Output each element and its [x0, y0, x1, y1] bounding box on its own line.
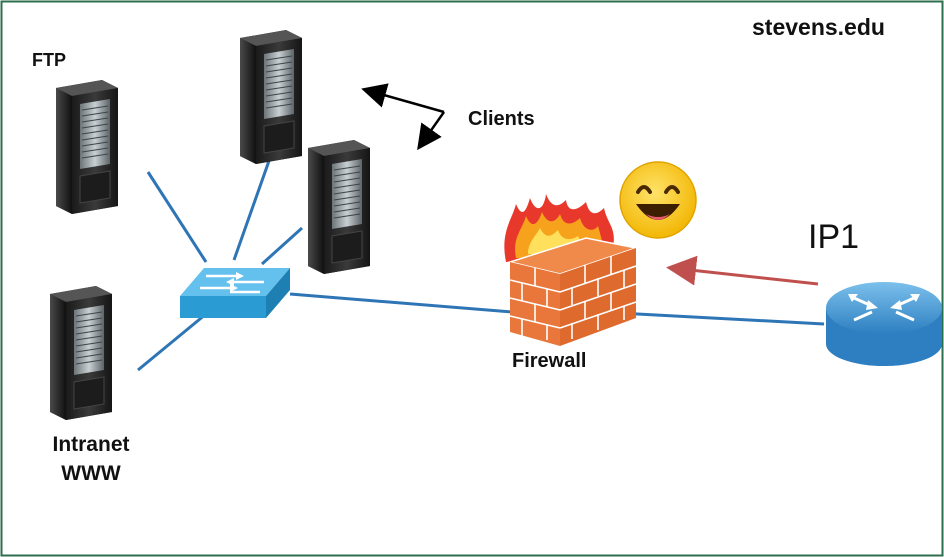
clients-annotation-arrows [361, 83, 446, 151]
network-switch-icon [180, 268, 290, 318]
clients-label: Clients [468, 108, 535, 130]
router-icon [826, 282, 942, 366]
intranet-www-server-icon [49, 285, 113, 421]
ip-address-label: IP1 [808, 218, 860, 256]
intranet-www-label: Intranet WWW [38, 430, 144, 488]
domain-label: stevens.edu [752, 14, 885, 40]
ftp-server-icon [55, 79, 119, 215]
client-1-server-icon [239, 29, 303, 165]
link-ftp-switch [146, 171, 208, 263]
link-firewall-router [599, 310, 825, 326]
link-intranet-switch [137, 312, 207, 372]
brick-firewall-icon [504, 194, 639, 346]
network-links [137, 157, 825, 372]
incoming-traffic-arrow [666, 255, 819, 286]
client-2-server-icon [307, 139, 371, 275]
happy-face-icon [619, 161, 697, 239]
intranet-label-line2: WWW [61, 462, 121, 485]
link-switch-firewall [289, 292, 513, 314]
link-client2-switch [260, 226, 304, 266]
intranet-label-line1: Intranet [52, 433, 130, 456]
firewall-label: Firewall [512, 350, 587, 372]
link-client1-switch [232, 157, 272, 261]
ftp-label: FTP [32, 50, 66, 70]
